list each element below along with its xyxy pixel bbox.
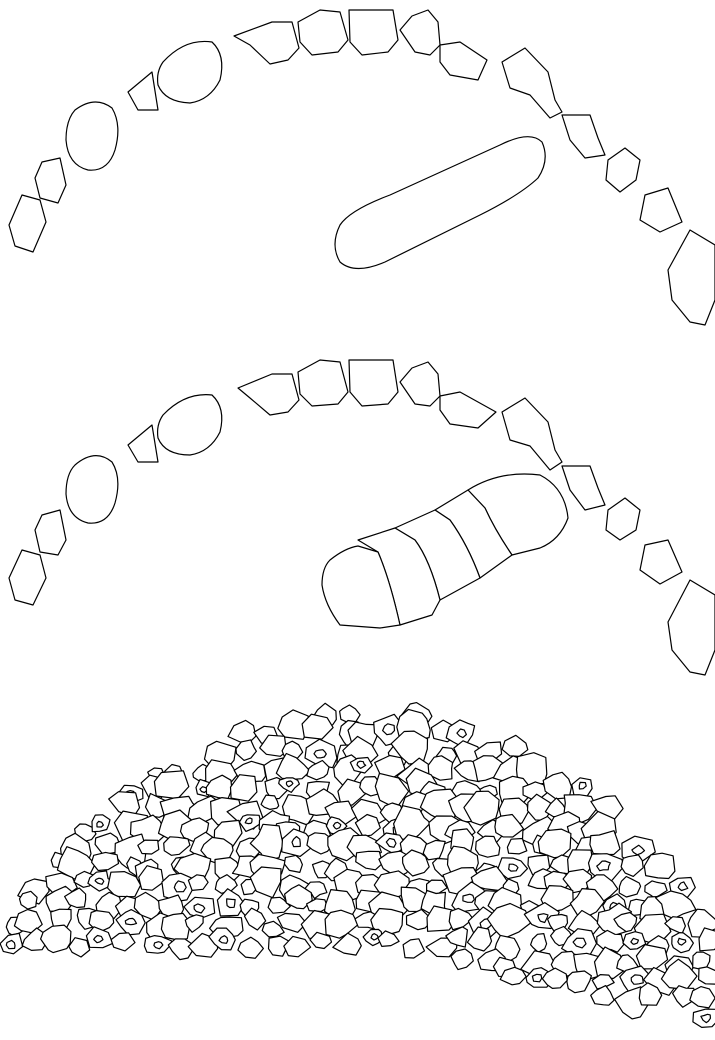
panel-arch-with-elongated-mass <box>9 10 715 325</box>
pile-fragment <box>591 986 614 1006</box>
arch-stone <box>35 510 66 555</box>
pile-fragment <box>531 934 547 953</box>
pile-fragment <box>621 855 643 877</box>
pile-fragment <box>307 761 329 780</box>
arch-stone <box>349 10 398 55</box>
arch-stone <box>606 498 640 540</box>
arch-stone <box>400 362 440 406</box>
arch-stone <box>234 22 299 64</box>
arch-stone <box>128 72 158 110</box>
arch-stone <box>158 41 222 103</box>
arch-stone <box>158 395 222 455</box>
arch-stone <box>349 360 398 406</box>
pile-fragment <box>644 853 675 878</box>
arch-stone <box>562 115 605 158</box>
pile-fragment <box>699 967 715 984</box>
arch-stone <box>606 148 640 192</box>
pile-fragment <box>403 939 424 958</box>
arch-stone <box>238 374 299 415</box>
pile-fragment-inner <box>174 881 186 892</box>
pile-fragment <box>164 837 190 856</box>
arch-stone <box>128 425 158 462</box>
pile-fragment <box>236 740 256 761</box>
pile-fragment <box>284 936 311 956</box>
arch-stone <box>440 42 487 80</box>
pile-fragment <box>154 771 188 799</box>
pile-fragment-inner <box>6 940 15 948</box>
pile-fragment <box>69 938 90 957</box>
arch-stone <box>66 456 118 523</box>
pile-fragment <box>502 735 528 756</box>
arch-stone <box>66 102 118 170</box>
pile-fragment <box>340 705 361 723</box>
pile-fragment-inner <box>532 974 541 982</box>
arch-stone <box>9 195 46 252</box>
pile-fragment-inner <box>463 894 474 902</box>
pile-fragment-inner <box>333 822 341 829</box>
pile-fragment <box>161 913 189 940</box>
arch-stone <box>35 158 66 203</box>
pile-fragment <box>20 891 38 909</box>
arch-stone <box>298 360 348 406</box>
arch-stone <box>640 188 682 232</box>
pile-fragment <box>325 910 358 938</box>
pile-fragment <box>451 949 473 970</box>
pile-fragment <box>636 945 667 969</box>
panel-dense-fragment-pile[interactable] <box>0 703 715 1028</box>
arch-stone <box>440 392 496 428</box>
pile-fragment-inner <box>631 975 643 984</box>
arch-stone <box>400 10 440 55</box>
pile-fragment <box>92 852 119 870</box>
arch-stone <box>668 580 715 675</box>
elongated-mass <box>335 137 545 269</box>
pile-fragment <box>168 939 193 960</box>
pile-fragment <box>467 927 491 951</box>
arch-stone <box>640 540 682 584</box>
pile-fragment <box>407 909 430 929</box>
pile-fragment <box>284 855 302 872</box>
arch-stone <box>298 10 348 55</box>
arch-stone <box>562 466 605 510</box>
pile-fragment-inner <box>314 750 326 758</box>
arch-stone <box>668 230 715 325</box>
pile-fragment-inner <box>631 938 639 944</box>
arch-stone <box>502 398 562 470</box>
pile-fragment-inner <box>227 899 235 908</box>
arch-stone <box>502 48 562 118</box>
pile-fragment <box>690 987 715 1008</box>
arch-stone <box>9 550 46 605</box>
pile-fragment <box>356 851 383 870</box>
pile-fragment <box>228 720 256 742</box>
panel-arch-with-segmented-mass <box>9 360 715 675</box>
pile-fragment <box>238 937 264 958</box>
pile-fragment <box>619 877 640 898</box>
pile-fragment <box>111 933 135 951</box>
pile-fragment <box>449 908 473 929</box>
pile-fragment-inner <box>509 864 518 871</box>
pile-fragment <box>567 971 592 993</box>
pile-fragment <box>41 925 71 953</box>
